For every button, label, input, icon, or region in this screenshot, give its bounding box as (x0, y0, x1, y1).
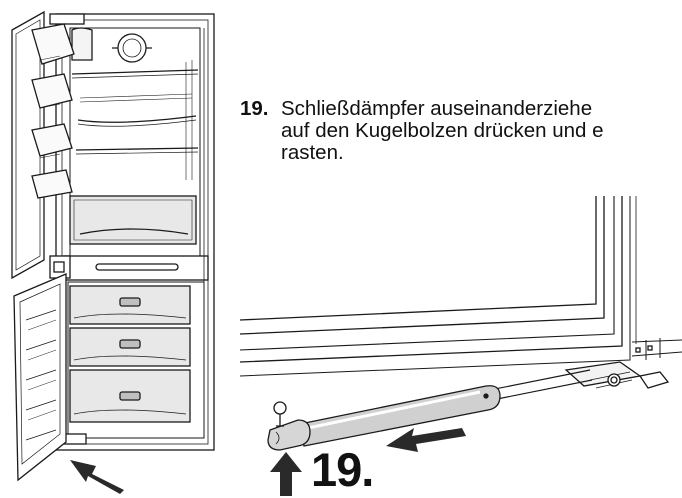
figure-step-label: 19. (311, 443, 374, 496)
press-arrow (270, 452, 302, 496)
instruction-line-3: rasten. (281, 141, 344, 164)
crisper-drawer (69, 195, 197, 245)
instruction-line-2: auf den Kugelbolzen drücken und e (281, 119, 604, 142)
damper-cylinder (299, 385, 501, 447)
top-hinge (49, 13, 85, 25)
hinge-bracket (631, 338, 682, 360)
cabinet-outline (55, 13, 215, 451)
freezer-door (13, 273, 67, 482)
ball-socket (267, 419, 311, 451)
hinge-arrow (70, 460, 124, 494)
instruction-text: 19. Schließdämpfer auseinanderziehe auf … (240, 98, 682, 188)
instruction-line-1: Schließdämpfer auseinanderziehe (281, 98, 593, 120)
fridge-door (11, 10, 45, 280)
divider-handle (95, 263, 179, 271)
door-frame (239, 196, 597, 321)
ball-stud (273, 401, 287, 415)
fridge-illustration (11, 10, 215, 494)
step-number: 19. (240, 98, 269, 120)
push-arrow (386, 428, 466, 452)
